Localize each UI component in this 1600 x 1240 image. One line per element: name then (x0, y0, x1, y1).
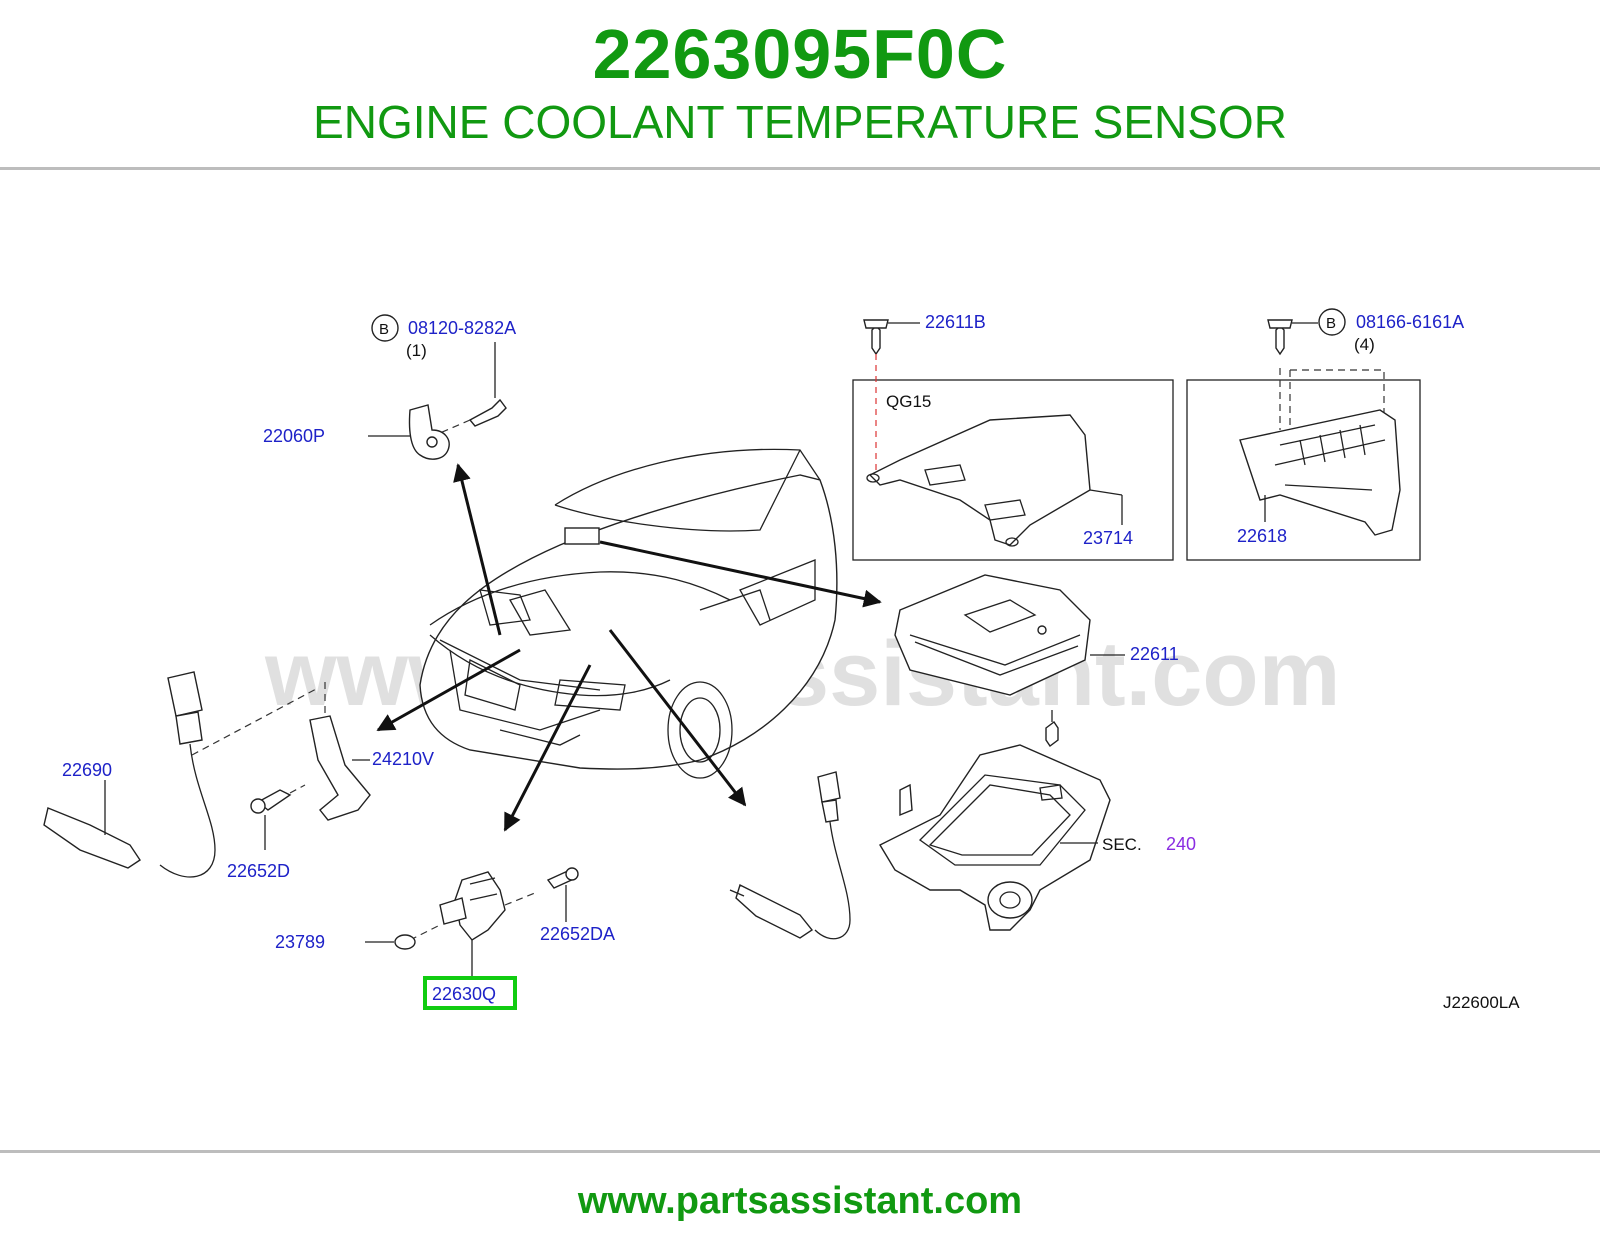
label-23714: 23714 (1083, 528, 1133, 548)
footer-url[interactable]: www.partsassistant.com (577, 1180, 1023, 1222)
label-22690: 22690 (62, 760, 112, 780)
bracket-23714-box: QG15 22611B 23714 (852, 312, 1174, 561)
footer-divider (0, 1150, 1600, 1153)
bracket-22618-box: B 08166-6161A (4) 22618 (1186, 308, 1464, 561)
knock-sensor-group: B 08120-8282A (1) 22060P (263, 314, 516, 460)
label-22611: 22611 (1130, 644, 1179, 664)
diagram-svg: www.partsassistant.com B 08120-8282A (1) (43, 308, 1520, 1012)
label-24210V: 24210V (372, 749, 434, 769)
coolant-temp-sensor-group: 22652DA 23789 22630Q (275, 867, 615, 1010)
callout-arrows (376, 463, 882, 832)
label-08120-8282A: 08120-8282A (408, 318, 516, 338)
oxygen-sensor-right (729, 771, 851, 940)
label-sec-240: 240 (1166, 834, 1196, 854)
diagram-code: J22600LA (1443, 993, 1520, 1012)
header: 2263095F0C ENGINE COOLANT TEMPERATURE SE… (0, 0, 1600, 168)
ecm-22611-group: 22611 (894, 574, 1179, 748)
label-qg15: QG15 (886, 392, 931, 411)
highlight-box-22630Q (423, 976, 517, 1010)
label-22630Q[interactable]: 22630Q (432, 984, 496, 1004)
part-description: ENGINE COOLANT TEMPERATURE SENSOR (313, 96, 1287, 148)
label-22060P: 22060P (263, 426, 325, 446)
oxygen-sensor-left: 22690 24210V 22652D (43, 671, 434, 881)
bolt-marker-b-2: B (1326, 315, 1336, 332)
label-22618: 22618 (1237, 526, 1287, 546)
label-23789: 23789 (275, 932, 325, 952)
car-illustration (419, 448, 838, 779)
label-08166-6161A: 08166-6161A (1356, 312, 1464, 332)
qty-08120: (1) (406, 341, 427, 360)
label-22611B: 22611B (925, 312, 986, 332)
header-divider (0, 167, 1600, 170)
ecm-bracket-group: SEC. 240 (879, 744, 1196, 931)
part-number-title: 2263095F0C (592, 15, 1008, 93)
label-22652D: 22652D (227, 861, 290, 881)
bolt-marker-b-1: B (379, 321, 389, 338)
label-sec: SEC. (1102, 835, 1142, 854)
label-22652DA: 22652DA (540, 924, 615, 944)
qty-08166: (4) (1354, 335, 1375, 354)
parts-diagram: www.partsassistant.com B 08120-8282A (1) (0, 290, 1600, 1050)
